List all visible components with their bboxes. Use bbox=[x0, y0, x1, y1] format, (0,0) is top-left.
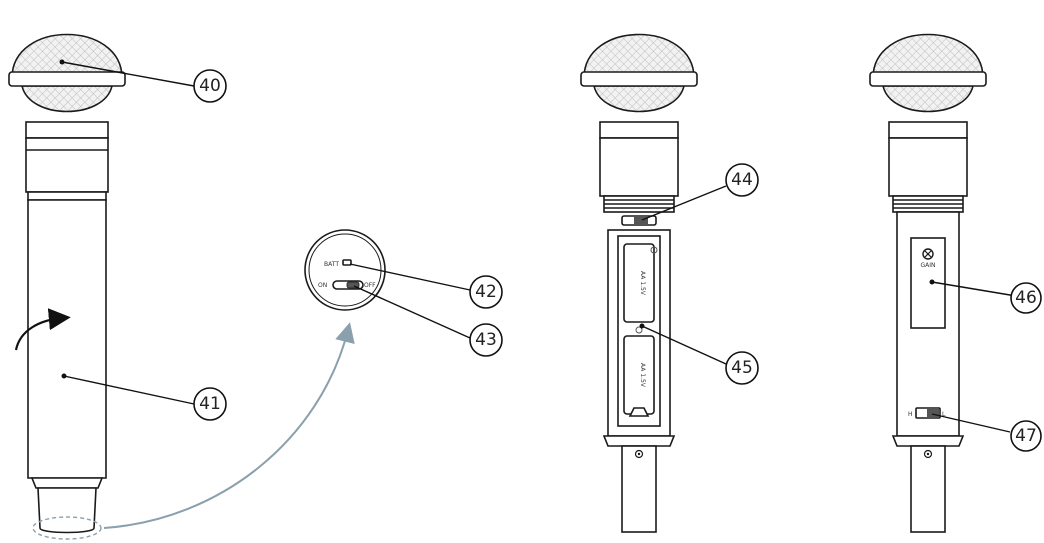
callout-47: 47 bbox=[1010, 420, 1042, 452]
batt-label: BATT bbox=[324, 261, 339, 268]
svg-text:44: 44 bbox=[731, 170, 753, 190]
microphone-battery-view: AA 1.5V AA 1.5V bbox=[580, 33, 698, 533]
switch-panel-detail: BATT ON OFF bbox=[304, 229, 386, 311]
svg-text:45: 45 bbox=[731, 358, 753, 378]
callout-40: 40 bbox=[193, 69, 227, 103]
microphone-gain-view: GAIN H L bbox=[869, 33, 987, 533]
off-label: OFF bbox=[364, 282, 376, 289]
l-label: L bbox=[942, 411, 946, 418]
rotate-arrow-icon bbox=[14, 308, 71, 351]
microphone-front bbox=[8, 33, 126, 540]
detail-arrow-icon bbox=[103, 322, 355, 529]
callout-46: 46 bbox=[1010, 282, 1042, 314]
callout-41: 41 bbox=[193, 387, 227, 421]
svg-text:42: 42 bbox=[475, 282, 497, 302]
grille-ring bbox=[8, 71, 126, 87]
batt-led bbox=[342, 259, 352, 266]
callout-44: 44 bbox=[725, 163, 759, 197]
svg-text:43: 43 bbox=[475, 330, 497, 350]
grille-head bbox=[11, 33, 123, 79]
callout-45: 45 bbox=[725, 351, 759, 385]
callout-43: 43 bbox=[469, 323, 503, 357]
callouts: 40 41 42 43 44 45 bbox=[59, 59, 1042, 452]
on-label: ON bbox=[318, 282, 327, 289]
h-label: H bbox=[908, 411, 913, 418]
svg-text:40: 40 bbox=[199, 76, 221, 96]
svg-text:46: 46 bbox=[1015, 288, 1037, 308]
battery-label-bottom: AA 1.5V bbox=[639, 363, 646, 388]
battery-label-top: AA 1.5V bbox=[639, 271, 646, 296]
bottom-switch-highlight bbox=[32, 516, 102, 540]
svg-text:41: 41 bbox=[199, 394, 221, 414]
svg-text:47: 47 bbox=[1015, 426, 1037, 446]
gain-label: GAIN bbox=[920, 262, 935, 269]
handle-body bbox=[27, 199, 107, 479]
callout-42: 42 bbox=[469, 275, 503, 309]
